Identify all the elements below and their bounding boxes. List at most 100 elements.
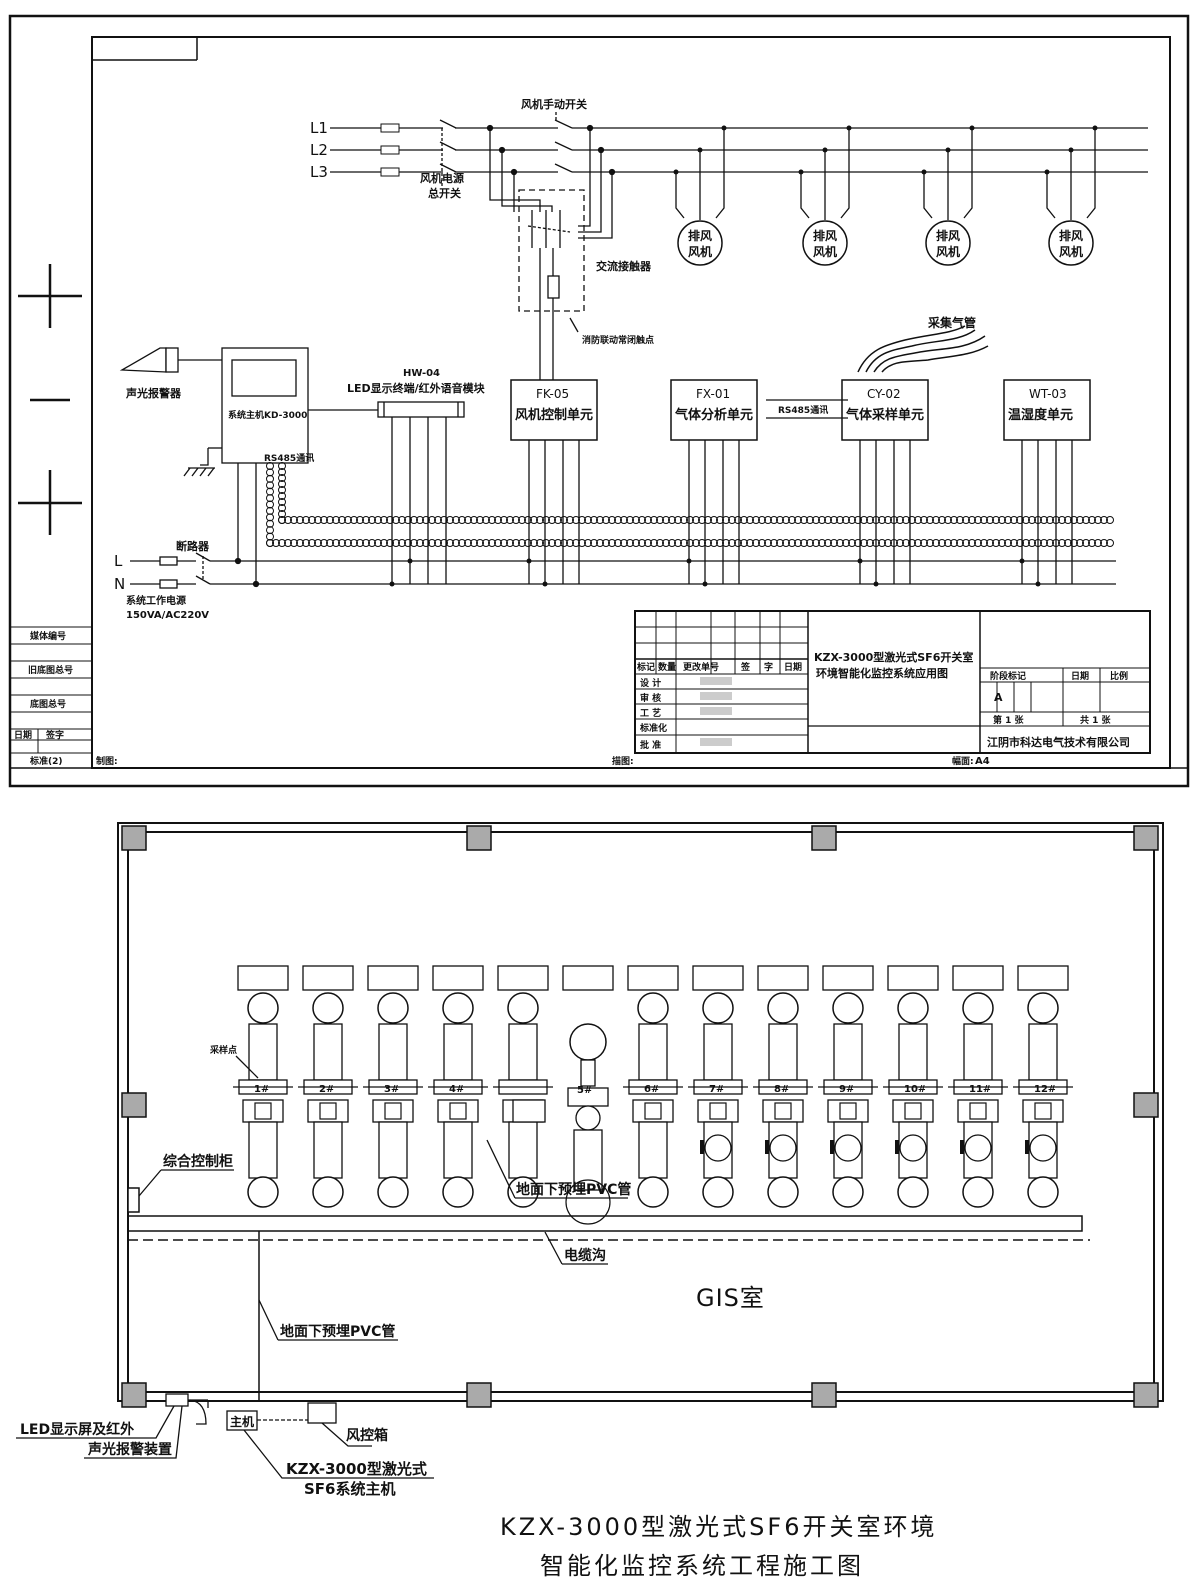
fan-feed	[715, 128, 725, 219]
bus-coil	[332, 516, 340, 524]
bay-number: 5#	[577, 1085, 592, 1096]
bus-coil	[608, 539, 616, 547]
switch-symbols	[443, 124, 572, 176]
bus-coil	[338, 516, 346, 524]
bay-breaker-core	[449, 1102, 467, 1120]
bay-ct-tab	[1025, 1140, 1029, 1154]
bus-coil	[1064, 539, 1072, 547]
rs485-bus	[266, 462, 1114, 547]
bay-upper-circle	[312, 992, 344, 1024]
bus-coil	[488, 516, 496, 524]
bus-coil	[956, 539, 964, 547]
bus-coil	[1010, 539, 1018, 547]
unit-code: WT-03	[1029, 387, 1067, 401]
bus-coil	[308, 539, 316, 547]
bus-coil	[692, 539, 700, 547]
bus-coil	[314, 539, 322, 547]
bay-number: 8#	[774, 1084, 789, 1095]
bus-coil	[464, 516, 472, 524]
bus-coil	[596, 516, 604, 524]
bus-coil	[368, 516, 376, 524]
fan-label-line1: 排风	[936, 228, 960, 243]
bus-coil	[830, 516, 838, 524]
bay-lower-body	[378, 1121, 408, 1179]
bus-coil	[1076, 516, 1084, 524]
bus-coil	[536, 539, 544, 547]
fan-feed	[963, 128, 973, 219]
rs485-host-label: RS485通讯	[264, 452, 314, 464]
bus-coil	[782, 539, 790, 547]
field-units: FK-05风机控制单元FX-01气体分析单元CY-02气体采样单元WT-03温湿…	[389, 379, 1091, 587]
bus-coil	[656, 516, 664, 524]
bus-coil	[962, 516, 970, 524]
bus-coil	[530, 516, 538, 524]
bus-coil	[662, 516, 670, 524]
bus-coil	[950, 539, 958, 547]
bus-coil	[1058, 516, 1066, 524]
bus-coil	[320, 516, 328, 524]
bay-ct-circle	[834, 1134, 862, 1162]
sample-point-leader	[235, 1055, 259, 1079]
bus-coil	[974, 516, 982, 524]
bus-coil	[986, 516, 994, 524]
sign-row-label: 批 准	[640, 739, 661, 751]
bay-top-cabinet	[432, 965, 484, 991]
drawing-title: KZX-3000型激光式SF6开关室 环境智能化监控系统应用图	[814, 650, 977, 680]
building-column	[1133, 1382, 1159, 1408]
bus-coil	[620, 516, 628, 524]
fire-linkage-label: 消防联动常闭触点	[582, 334, 654, 346]
ac-contactor-label: 交流接触器	[596, 259, 652, 273]
bus-coil	[278, 516, 286, 524]
title-block-left-labels: 媒体编号旧底图总号底图总号日期签字	[14, 630, 73, 741]
bus-coil	[278, 504, 286, 512]
bus-coil	[800, 516, 808, 524]
bus-coil	[266, 474, 274, 483]
unit-code: FX-01	[696, 387, 730, 401]
junction-dot	[1092, 125, 1098, 131]
bus-coil	[278, 486, 286, 494]
bus-coil	[1028, 539, 1036, 547]
gis-bay: 12#	[1013, 965, 1073, 1208]
bus-coil	[554, 539, 562, 547]
gis-room-label: GIS室	[696, 1284, 765, 1312]
junction-dot	[1068, 147, 1074, 153]
bay-upper-body	[508, 1023, 538, 1081]
fan-box-label: 风控箱	[346, 1427, 388, 1444]
bay-lower-circle	[312, 1176, 344, 1208]
bay-number: 6#	[644, 1084, 659, 1095]
power-source-label: 系统工作电源 150VA/AC220V	[126, 594, 209, 621]
bus-coil	[1022, 539, 1030, 547]
weight-label: 日期	[1071, 670, 1089, 682]
bus-coil	[908, 539, 916, 547]
bay-top-cabinet	[302, 965, 354, 991]
bus-coil	[770, 516, 778, 524]
cable-trench	[127, 1215, 1090, 1241]
junction-dot	[798, 169, 804, 175]
bus-coil	[446, 539, 454, 547]
bus-coil	[422, 539, 430, 547]
phase-lines	[330, 127, 1148, 173]
sign-row-label: 设 计	[640, 677, 661, 689]
bus-coil	[722, 539, 730, 547]
bus-coil	[650, 539, 658, 547]
bus-coil	[440, 539, 448, 547]
building-column	[121, 1092, 147, 1118]
bus-coil	[902, 539, 910, 547]
bay-breaker-core	[709, 1102, 727, 1120]
bus-coil	[578, 539, 586, 547]
bay-upper-body	[703, 1023, 733, 1081]
bus-coil	[1034, 539, 1042, 547]
bus-coil	[1106, 516, 1114, 524]
bus-coil	[746, 539, 754, 547]
bus-coil	[284, 516, 292, 524]
bay-upper-circle	[767, 992, 799, 1024]
bay-upper-circle	[962, 992, 994, 1024]
bus-coil	[554, 516, 562, 524]
bus-coil	[1004, 516, 1012, 524]
bus-coil	[938, 539, 946, 547]
building-column	[121, 1382, 147, 1408]
bay-breaker-core	[384, 1102, 402, 1120]
